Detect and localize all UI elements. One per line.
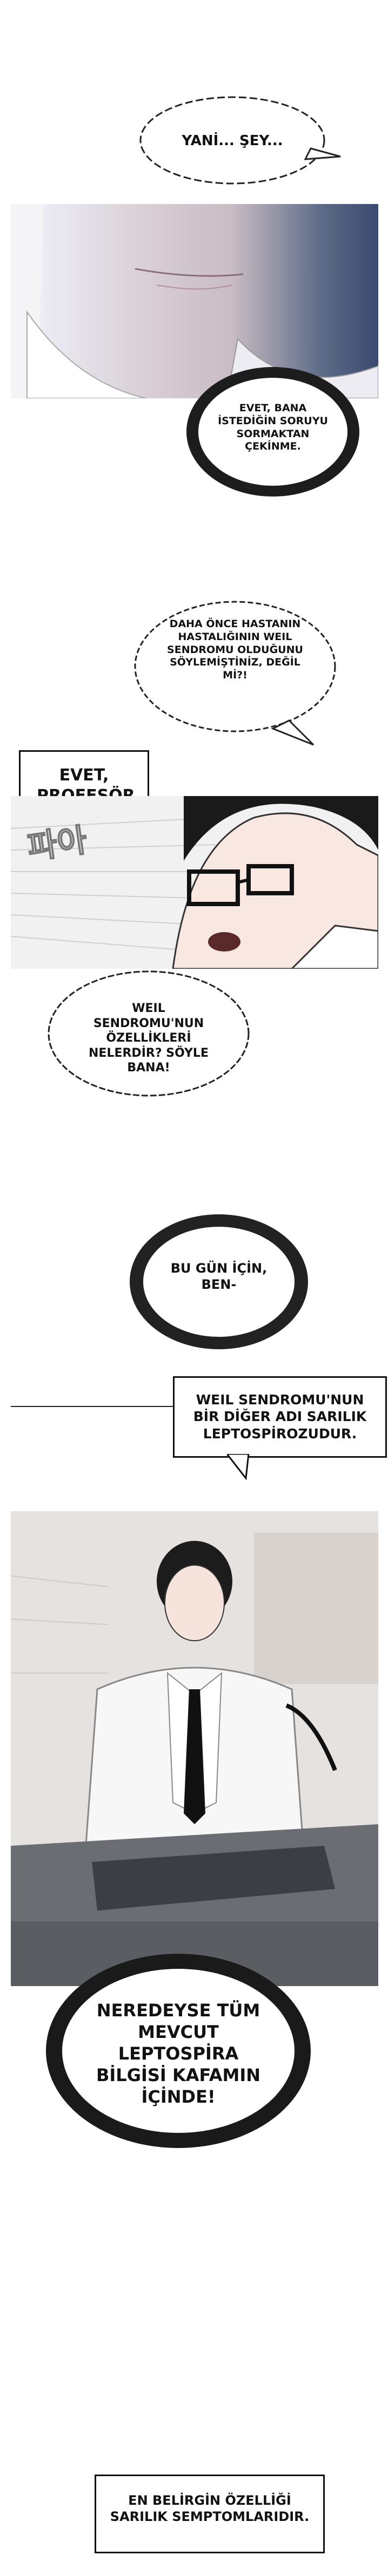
speech-bubble-1: YANİ... ŞEY...	[119, 89, 346, 197]
caption-tail-7	[227, 1454, 250, 1480]
dark-jagged-shout-shape	[46, 1954, 311, 2148]
bubble-text-2: EVET, BANA İSTEDİĞİN SORUYU SORMAKTAN ÇE…	[218, 402, 328, 453]
speech-bubble-6: BU GÜN İÇİN, BEN-	[124, 1209, 313, 1355]
speech-bubble-5: WEIL SENDROMU'NUN ÖZELLİKLERİ NELERDİR? …	[41, 961, 257, 1101]
bubble-text-3: DAHA ÖNCE HASTANIN HASTALIĞININ WEIL SEN…	[167, 618, 303, 681]
dark-bubble-shape	[186, 367, 359, 497]
bubble-text-8: NEREDEYSE TÜM MEVCUT LEPTOSPİRA BİLGİSİ …	[96, 2000, 260, 2107]
bubble-text-1: YANİ... ŞEY...	[182, 133, 283, 149]
caption-box-9: EN BELİRGİN ÖZELLİĞİ SARILIK SEMPTOMLARI…	[95, 2475, 325, 2553]
dark-jagged-bubble-shape	[130, 1214, 308, 1349]
jagged-bubble-shape-3	[134, 601, 336, 746]
student-illustration	[11, 796, 378, 969]
sound-effect-paa: 파아	[24, 821, 90, 868]
bubble-text-6: BU GÜN İÇİN, BEN-	[170, 1261, 267, 1292]
speech-bubble-8: NEREDEYSE TÜM MEVCUT LEPTOSPİRA BİLGİSİ …	[41, 1948, 316, 2153]
panel-student-lectern	[11, 1511, 378, 1986]
bubble-text-7: WEIL SENDROMU'NUN BİR DİĞER ADI SARILIK …	[193, 1392, 367, 1442]
jagged-bubble-shape	[139, 96, 341, 185]
bubble-text-9: EN BELİRGİN ÖZELLİĞİ SARILIK SEMPTOMLARI…	[110, 2493, 310, 2524]
speech-bubble-3: DAHA ÖNCE HASTANIN HASTALIĞININ WEIL SEN…	[127, 591, 343, 747]
bubble-shape-5	[48, 970, 250, 1097]
caption-box-7: WEIL SENDROMU'NUN BİR DİĞER ADI SARILIK …	[173, 1376, 387, 1458]
lectern-illustration	[11, 1511, 378, 1986]
panel-student-glasses: 파아	[11, 796, 378, 969]
bubble-text-5: WEIL SENDROMU'NUN ÖZELLİKLERİ NELERDİR? …	[89, 1002, 209, 1075]
speech-bubble-2: EVET, BANA İSTEDİĞİN SORUYU SORMAKTAN ÇE…	[178, 359, 367, 505]
